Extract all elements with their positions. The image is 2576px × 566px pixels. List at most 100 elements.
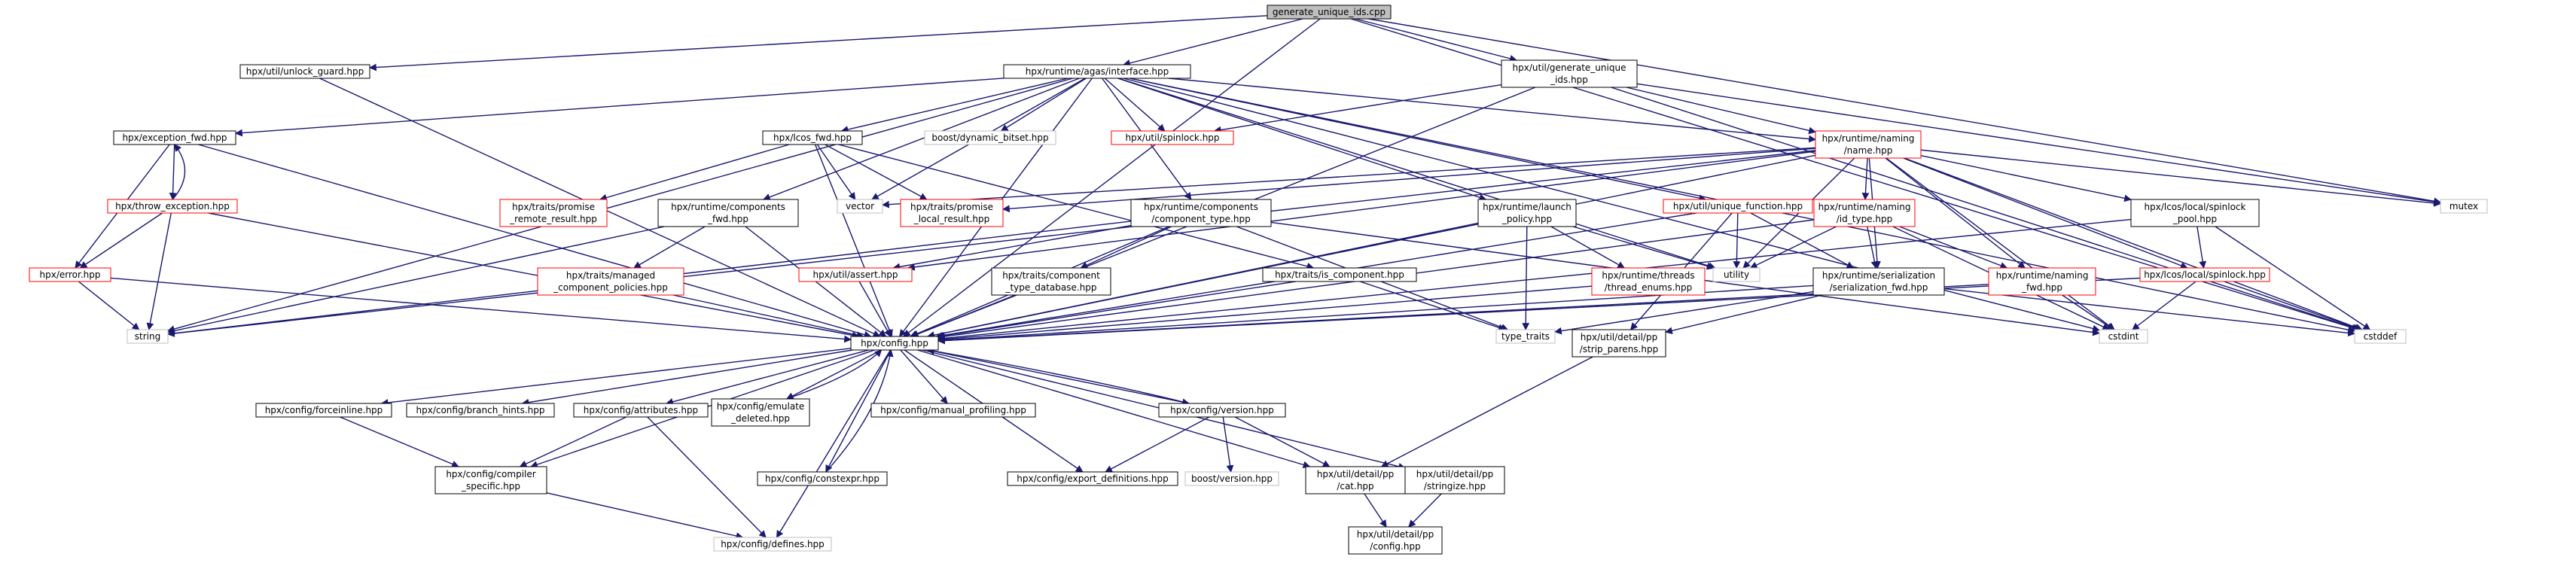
node-branch_hints[interactable]: hpx/config/branch_hints.hpp	[406, 403, 555, 418]
node-defines[interactable]: hpx/config/defines.hpp	[713, 537, 832, 552]
node-naming_fwd[interactable]: hpx/runtime/naming_fwd.hpp	[1988, 267, 2096, 296]
node-strip_parens[interactable]: hpx/util/detail/pp/strip_parens.hpp	[1572, 329, 1666, 358]
edge-local_spinlock-to-cstdint	[2132, 281, 2196, 330]
node-box-emulate_deleted	[711, 398, 810, 427]
node-attributes[interactable]: hpx/config/attributes.hpp	[573, 403, 709, 418]
node-constexpr[interactable]: hpx/config/constexpr.hpp	[757, 471, 888, 486]
node-emulate_deleted[interactable]: hpx/config/emulate_deleted.hpp	[711, 398, 810, 427]
node-boost_dynamic_bitset[interactable]: boost/dynamic_bitset.hpp	[924, 130, 1056, 145]
node-type_traits[interactable]: type_traits	[1495, 329, 1556, 344]
node-label-launch_policy-0: hpx/runtime/launch	[1483, 202, 1572, 212]
node-box-export_definitions	[1007, 471, 1178, 486]
node-pp_cat[interactable]: hpx/util/detail/pp/cat.hpp	[1305, 466, 1406, 494]
node-components_fwd[interactable]: hpx/runtime/components_fwd.hpp	[657, 199, 799, 227]
node-label-cstddef-0: cstddef	[2364, 331, 2398, 342]
node-root[interactable]: generate_unique_ids.cpp	[1267, 5, 1392, 20]
node-thread_enums[interactable]: hpx/runtime/threads/thread_enums.hpp	[1591, 267, 1706, 296]
node-version[interactable]: hpx/config/version.hpp	[1158, 403, 1286, 418]
node-managed_component[interactable]: hpx/traits/managed_component_policies.hp…	[537, 267, 684, 296]
node-mutex[interactable]: mutex	[2440, 199, 2488, 214]
node-component_type_db[interactable]: hpx/traits/component_type_database.hpp	[991, 267, 1111, 296]
node-box-config	[850, 336, 939, 351]
node-vector[interactable]: vector	[837, 199, 883, 214]
edge-is_component-to-config	[937, 281, 1296, 339]
edge-is_component-to-type_traits	[1359, 281, 1506, 331]
node-lcos_fwd[interactable]: hpx/lcos_fwd.hpp	[762, 130, 863, 145]
node-label-thread_enums-1: /thread_enums.hpp	[1605, 282, 1693, 293]
edge-lcos_fwd-to-is_component	[838, 144, 1315, 270]
node-spinlock_pool[interactable]: hpx/lcos/local/spinlock_pool.hpp	[2130, 199, 2260, 227]
edge-gen_unique_ids-to-mutex	[1636, 83, 2441, 205]
node-label-spinlock_pool-1: _pool.hpp	[2172, 214, 2217, 224]
node-cstddef[interactable]: cstddef	[2354, 329, 2407, 344]
edge-root-to-config	[903, 18, 1321, 337]
edge-config-to-forceinline	[380, 348, 852, 406]
edge-error-to-config	[110, 277, 852, 343]
edge-throw_exception-to-error	[79, 212, 163, 269]
node-is_component[interactable]: hpx/traits/is_component.hpp	[1262, 267, 1417, 282]
node-box-component_type	[1130, 199, 1272, 227]
node-promise_local[interactable]: hpx/traits/promise_local_result.hpp	[900, 199, 1004, 227]
node-assert[interactable]: hpx/util/assert.hpp	[798, 267, 913, 282]
node-label-managed_component-0: hpx/traits/managed	[566, 270, 655, 281]
node-label-promise_remote-0: hpx/traits/promise	[512, 202, 595, 212]
node-id_type[interactable]: hpx/runtime/naming/id_type.hpp	[1813, 199, 1916, 227]
node-exception_fwd[interactable]: hpx/exception_fwd.hpp	[113, 130, 236, 145]
node-forceinline[interactable]: hpx/config/forceinline.hpp	[255, 403, 392, 418]
node-label-pp_cat-0: hpx/util/detail/pp	[1317, 469, 1394, 479]
node-compiler_specific[interactable]: hpx/config/compiler_specific.hpp	[434, 466, 547, 494]
edge-serialization_fwd-to-strip_parens	[1665, 294, 1822, 334]
node-manual_profiling[interactable]: hpx/config/manual_profiling.hpp	[870, 403, 1036, 418]
node-unique_function[interactable]: hpx/util/unique_function.hpp	[1663, 199, 1813, 214]
node-box-compiler_specific	[434, 466, 547, 494]
node-export_definitions[interactable]: hpx/config/export_definitions.hpp	[1007, 471, 1178, 486]
edge-emulate_deleted-to-config	[786, 349, 883, 400]
node-box-lcos_fwd	[762, 130, 863, 145]
node-unlock_guard[interactable]: hpx/util/unlock_guard.hpp	[239, 64, 370, 79]
edge-gen_unique_ids-to-naming_name	[1626, 87, 1816, 135]
node-boost_version[interactable]: boost/version.hpp	[1184, 471, 1279, 486]
edge-agas_interface-to-naming_name	[1168, 78, 1816, 143]
edge-config-to-attributes	[666, 349, 870, 406]
node-throw_exception[interactable]: hpx/throw_exception.hpp	[107, 199, 238, 214]
node-agas_interface[interactable]: hpx/runtime/agas/interface.hpp	[1003, 64, 1191, 79]
node-label-naming_fwd-1: _fwd.hpp	[2021, 282, 2062, 293]
node-serialization_fwd[interactable]: hpx/runtime/serialization/serialization_…	[1812, 267, 1945, 296]
node-promise_remote[interactable]: hpx/traits/promise _remote_result.hpp	[499, 199, 608, 227]
edge-naming_name-to-assert	[907, 151, 1816, 271]
node-box-cstddef	[2354, 329, 2407, 344]
node-box-utility	[1712, 267, 1761, 282]
edge-managed_component-to-config	[672, 294, 864, 339]
edge-throw_exception-to-exception_fwd	[172, 144, 186, 200]
edge-launch_policy-to-type_traits	[1522, 226, 1530, 330]
node-label-component_type-1: /component_type.hpp	[1151, 214, 1250, 224]
node-naming_name[interactable]: hpx/runtime/naming/name.hpp	[1815, 130, 1922, 159]
node-gen_unique_ids[interactable]: hpx/util/generate_unique_ids.hpp	[1501, 59, 1638, 88]
edge-strip_parens-to-pp_cat	[1380, 356, 1593, 467]
node-box-version	[1158, 403, 1286, 418]
node-error[interactable]: hpx/error.hpp	[29, 267, 111, 282]
node-label-spinlock-0: hpx/util/spinlock.hpp	[1125, 132, 1219, 143]
node-utility[interactable]: utility	[1712, 267, 1761, 282]
edge-naming_name-to-string	[167, 150, 1816, 337]
node-spinlock[interactable]: hpx/util/spinlock.hpp	[1111, 130, 1234, 145]
edge-root-to-gen_unique_ids	[1355, 18, 1517, 62]
node-label-compiler_specific-1: _specific.hpp	[461, 481, 520, 491]
edge-lcos_fwd-to-promise_local	[825, 144, 928, 200]
node-launch_policy[interactable]: hpx/runtime/launch_policy.hpp	[1477, 199, 1577, 227]
node-config[interactable]: hpx/config.hpp	[850, 336, 939, 351]
node-box-boost_dynamic_bitset	[924, 130, 1056, 145]
node-pp_stringize[interactable]: hpx/util/detail/pp/stringize.hpp	[1404, 466, 1505, 494]
edge-agas_interface-to-lcos_fwd	[840, 78, 1069, 133]
edge-assert-to-config	[858, 281, 892, 337]
node-component_type[interactable]: hpx/runtime/components/component_type.hp…	[1130, 199, 1272, 227]
node-string[interactable]: string	[127, 329, 169, 344]
edge-components_fwd-to-string	[167, 226, 665, 335]
node-local_spinlock[interactable]: hpx/lcos/local/spinlock.hpp	[2139, 267, 2270, 282]
node-pp_config[interactable]: hpx/util/detail/pp/config.hpp	[1348, 526, 1443, 555]
node-box-naming_fwd	[1988, 267, 2096, 296]
node-cstdint[interactable]: cstdint	[2099, 329, 2148, 344]
node-box-throw_exception	[107, 199, 238, 214]
node-label-promise_remote-1: _remote_result.hpp	[509, 214, 597, 224]
edge-launch_policy-to-config	[926, 222, 1479, 339]
